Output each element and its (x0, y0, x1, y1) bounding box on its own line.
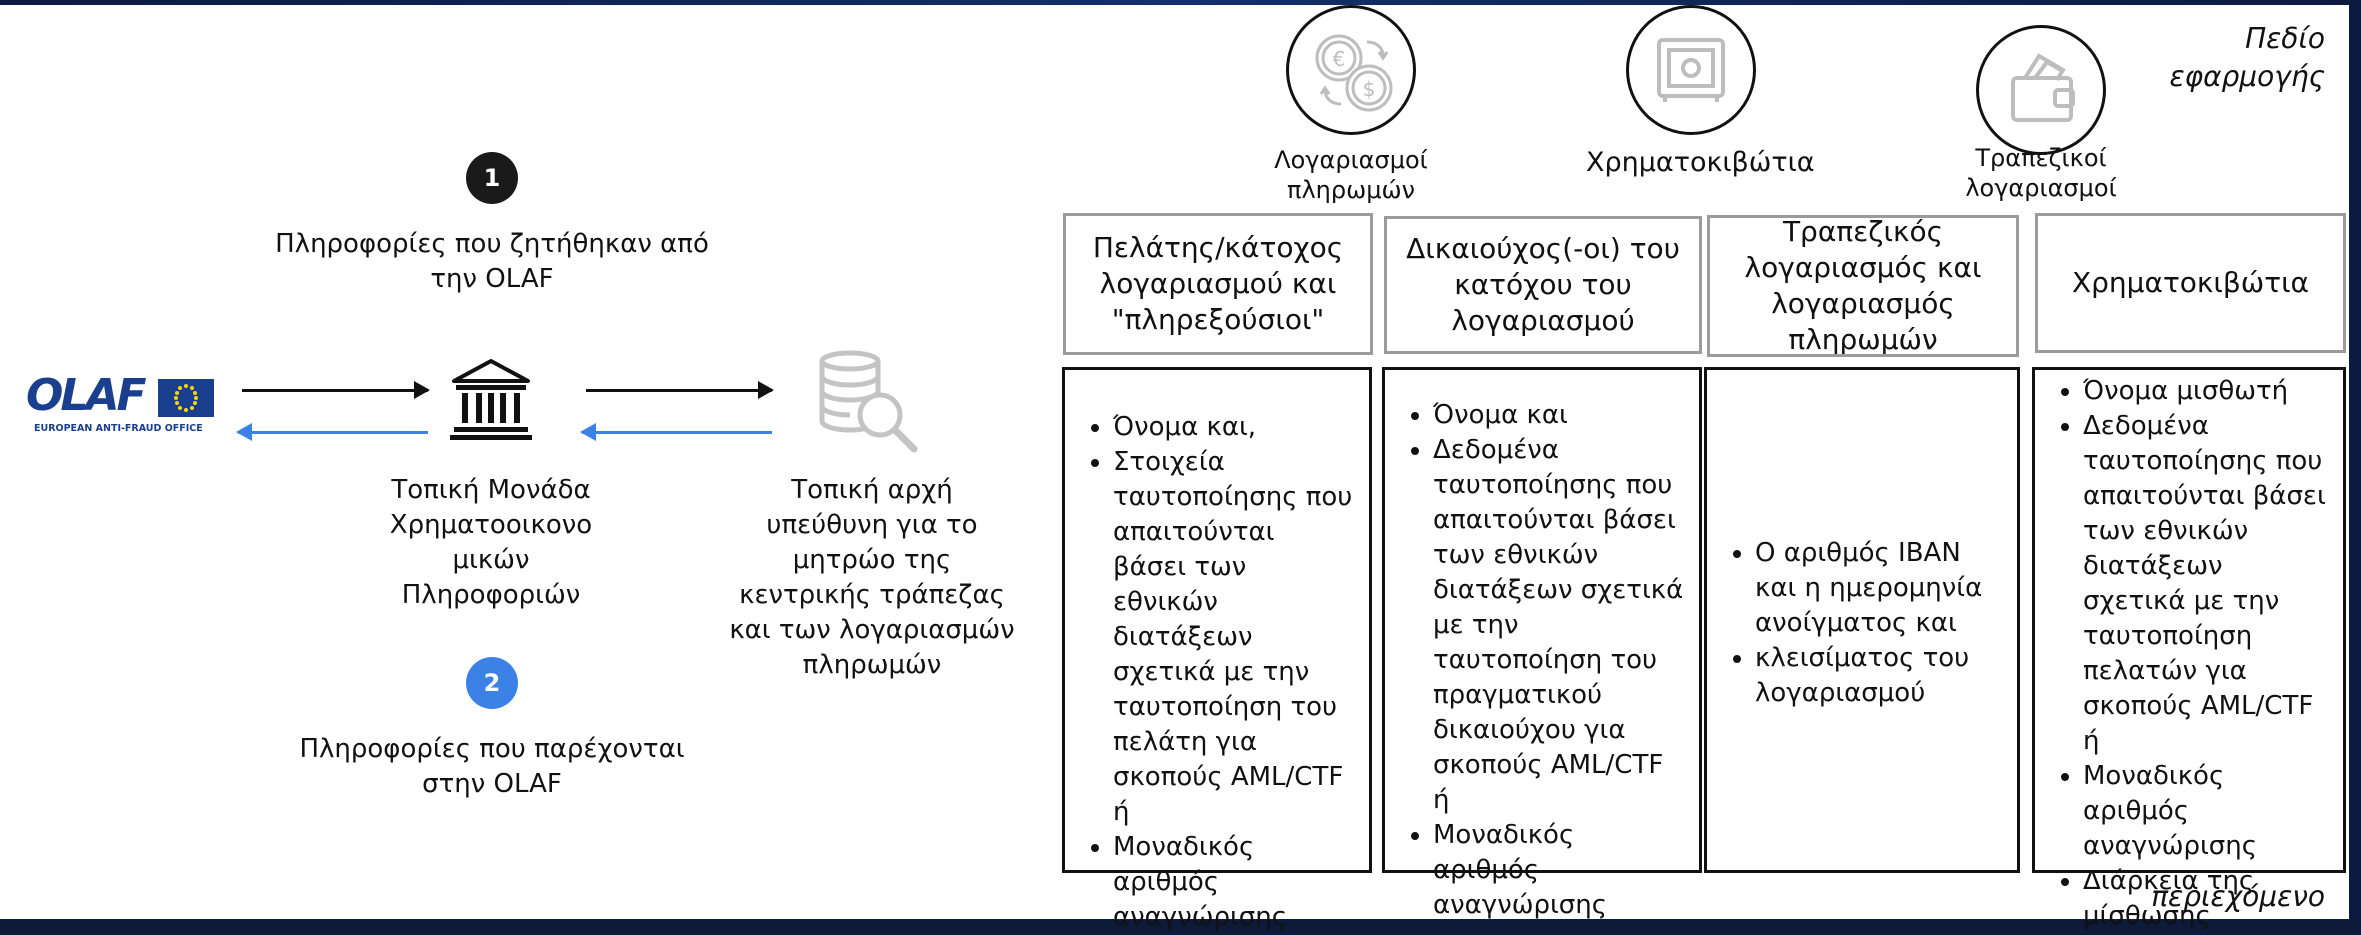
list-item: Ο αριθμός IBAN και η ημερομηνία ανοίγματ… (1755, 536, 2003, 641)
fiu-label: Τοπική Μονάδα Χρηματοοικονο μικών Πληροφ… (389, 475, 593, 610)
step-2-badge: 2 (466, 657, 518, 709)
column-header-customer: Πελάτης/κάτοχος λογαριασμού και "πληρεξο… (1063, 213, 1373, 355)
request-arrow-olaf-to-fiu (242, 381, 430, 399)
content-box-bank-account: Ο αριθμός IBAN και η ημερομηνία ανοίγματ… (1704, 367, 2020, 873)
content-box-customer: Όνομα και, Στοιχεία ταυτοποίησης που απα… (1062, 367, 1372, 932)
svg-text:€: € (1333, 47, 1346, 71)
list-item: Στοιχεία ταυτοποίησης που απαιτούνται βά… (1113, 445, 1355, 830)
scope-icon-label-bank-accounts: Τραπεζικοί λογαριασμοί (1965, 144, 2117, 202)
list-item: Δεδομένα ταυτοποίησης που απαιτούνται βά… (1433, 433, 1685, 818)
scope-icon-label-safe-deposit: Χρηματοκιβώτια (1586, 147, 1815, 178)
registry-label: Τοπική αρχή υπεύθυνη για το μητρώο της κ… (729, 475, 1015, 680)
list-item: Μοναδικός αριθμός αναγνώρισης (1433, 818, 1685, 923)
diagram-canvas: 1 Πληροφορίες που ζητήθηκαν από την OLAF… (0, 5, 2349, 932)
content-list-safe-deposit: Όνομα μισθωτή Δεδομένα ταυτοποίησης που … (2035, 374, 2343, 934)
list-item: Όνομα και, (1113, 410, 1355, 445)
step-2-text: Πληροφορίες που παρέχονται στην OLAF (299, 734, 685, 799)
content-list-customer: Όνομα και, Στοιχεία ταυτοποίησης που απα… (1065, 410, 1369, 935)
content-box-safe-deposit: Όνομα μισθωτή Δεδομένα ταυτοποίησης που … (2032, 367, 2346, 931)
column-header-bank-account: Τραπεζικός λογαριασμός και λογαριασμός π… (1707, 215, 2019, 357)
list-item: Όνομα μισθωτή (2083, 374, 2329, 409)
currency-exchange-icon: € $ (1286, 5, 1416, 135)
safe-icon (1626, 5, 1756, 135)
list-item: Μοναδικός αριθμός αναγνώρισης (1113, 830, 1355, 935)
svg-text:$: $ (1363, 77, 1376, 101)
response-arrow-fiu-to-olaf (236, 423, 428, 441)
request-arrow-fiu-to-registry (586, 381, 774, 399)
wallet-icon (1976, 25, 2106, 155)
content-list-bank-account: Ο αριθμός IBAN και η ημερομηνία ανοίγματ… (1707, 536, 2017, 711)
step-1-text: Πληροφορίες που ζητήθηκαν από την OLAF (275, 229, 709, 294)
list-item: Όνομα και (1433, 398, 1685, 433)
list-item: Μοναδικός αριθμός αναγνώρισης (2083, 759, 2329, 864)
list-item: κλεισίματος του λογαριασμού (1755, 641, 2003, 711)
step-1-badge: 1 (466, 152, 518, 204)
olaf-logo: OLAF EUROPEAN ANTI-FRAUD OFFICE (26, 373, 216, 443)
olaf-logo-subtext: EUROPEAN ANTI-FRAUD OFFICE (34, 423, 203, 434)
scope-heading: Πεδίο εφαρμογής (2169, 22, 2325, 93)
eu-flag-icon (158, 379, 214, 417)
column-header-beneficiary: Δικαιούχος(-οι) του κατόχου του λογαριασ… (1384, 216, 1702, 354)
column-header-bank-account-text: Τραπεζικός λογαριασμός και λογαριασμός π… (1744, 215, 1982, 356)
content-box-beneficiary: Όνομα και Δεδομένα ταυτοποίησης που απαι… (1382, 367, 1702, 920)
content-list-beneficiary: Όνομα και Δεδομένα ταυτοποίησης που απαι… (1385, 398, 1699, 923)
column-header-safe-deposit: Χρηματοκιβώτια (2035, 213, 2346, 353)
database-search-icon (812, 349, 932, 459)
olaf-logo-text: OLAF (26, 370, 147, 421)
response-arrow-registry-to-fiu (580, 423, 772, 441)
scope-icon-label-payment-accounts: Λογαριασμοί πληρωμών (1274, 146, 1428, 204)
list-item: Δεδομένα ταυτοποίησης που απαιτούνται βά… (2083, 409, 2329, 759)
content-heading: περιεχόμενο (2151, 880, 2325, 913)
bank-building-icon (448, 357, 534, 443)
